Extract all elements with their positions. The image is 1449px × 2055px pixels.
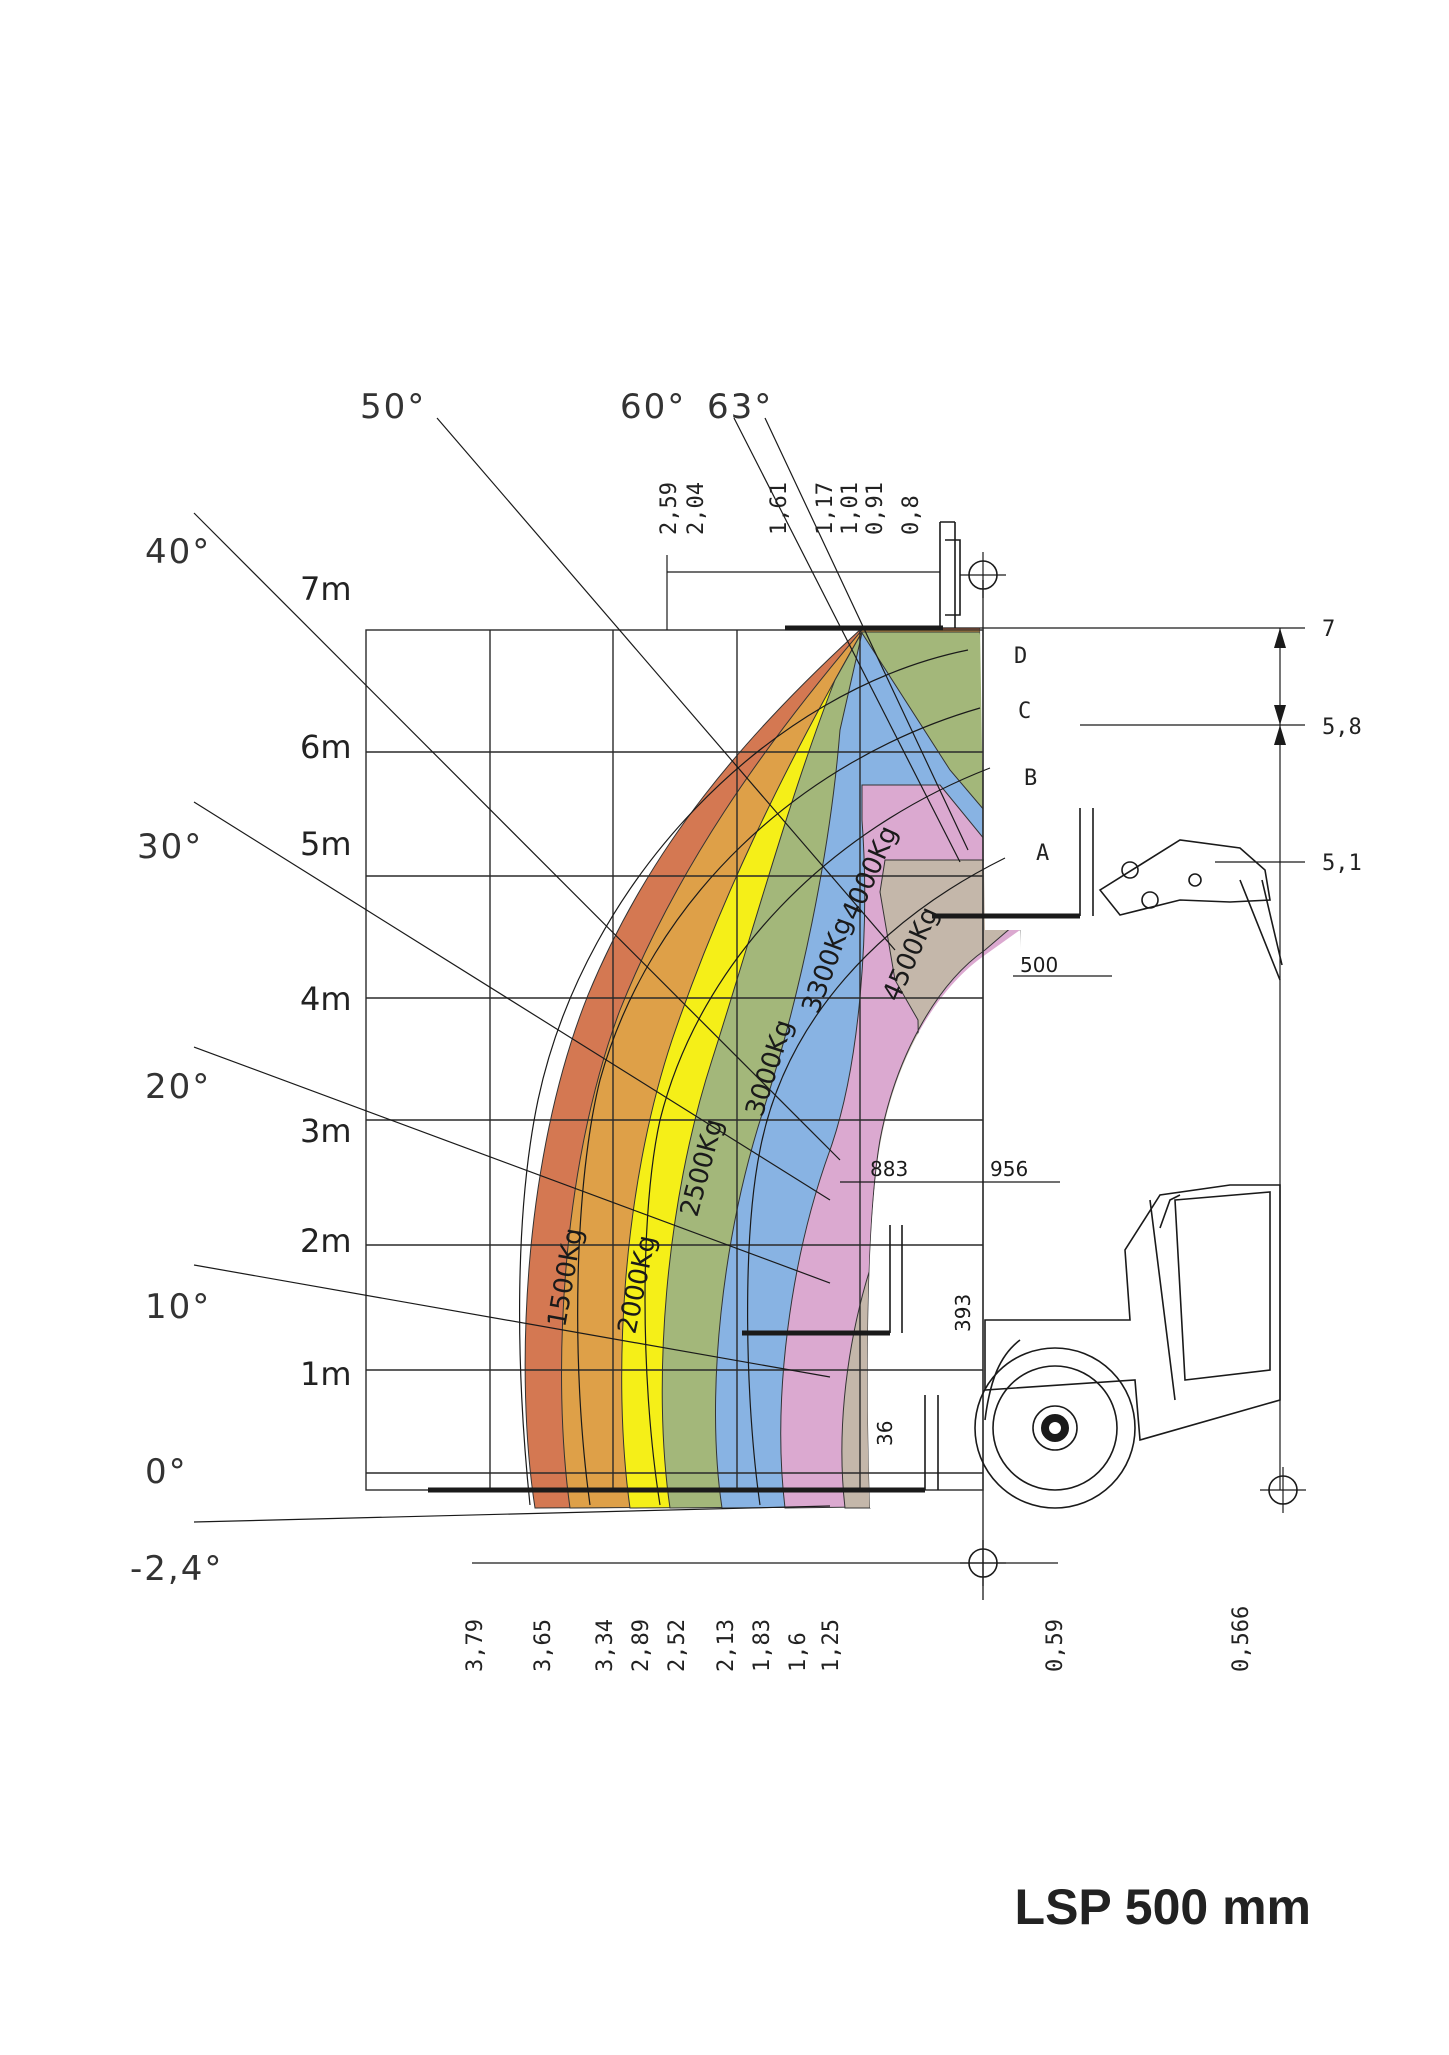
angle-20: 20° — [145, 1067, 211, 1107]
reach-bottom-3-34: 3,34 — [593, 1619, 618, 1672]
reach-top-1-17: 1,17 — [813, 482, 838, 535]
angle-63: 63° — [707, 387, 773, 427]
reach-bottom-2-13: 2,13 — [714, 1619, 739, 1672]
wheel-icon — [974, 1347, 1136, 1509]
reach-bottom-1-25: 1,25 — [819, 1619, 844, 1672]
label-right-7: 7 — [1322, 617, 1335, 642]
angle-0: 0° — [145, 1452, 188, 1492]
chart-title: LSP 500 mm — [1014, 1879, 1311, 1935]
angle-lines — [193, 417, 969, 1523]
point-a: A — [1036, 841, 1049, 866]
angle-minus-2-4: -2,4° — [130, 1549, 223, 1589]
label-4m: 4m — [300, 980, 352, 1018]
dim-393: 393 — [951, 1294, 975, 1332]
reach-top-1-61: 1,61 — [767, 482, 792, 535]
angle-50: 50° — [360, 387, 426, 427]
reach-bottom-1-6: 1,6 — [786, 1632, 811, 1672]
reference-circles — [960, 552, 1306, 1586]
angle-60: 60° — [620, 387, 686, 427]
label-3m: 3m — [300, 1112, 352, 1150]
dim-883: 883 — [870, 1157, 908, 1181]
boom-arcs — [519, 649, 1006, 1506]
left-height-scale: 7m 6m 5m 4m 3m 2m 1m — [300, 570, 352, 1393]
reach-bottom-0-566: 0,566 — [1229, 1606, 1254, 1672]
reach-bottom-2-89: 2,89 — [629, 1619, 654, 1672]
top-reach-markers — [666, 555, 940, 630]
label-6m: 6m — [300, 728, 352, 766]
label-right-5-8: 5,8 — [1322, 715, 1362, 740]
reach-bottom-1-83: 1,83 — [750, 1619, 775, 1672]
point-d: D — [1014, 644, 1027, 669]
label-right-5-1: 5,1 — [1322, 851, 1362, 876]
reach-top-0-91: 0,91 — [863, 482, 888, 535]
reach-bottom-2-52: 2,52 — [665, 1619, 690, 1672]
bottom-reach-labels: 3,79 3,65 3,34 2,89 2,52 2,13 1,83 1,6 1… — [463, 1606, 1254, 1672]
angle-30: 30° — [137, 827, 203, 867]
zone-right-cutout — [980, 628, 1030, 930]
angle-40: 40° — [145, 532, 211, 572]
point-b: B — [1024, 766, 1037, 791]
height-dimensions — [862, 627, 1305, 1490]
reach-top-0-8: 0,8 — [899, 495, 924, 535]
angle-labels: 50° 60° 63° 40° 30° 20° 10° 0° -2,4° — [130, 387, 773, 1589]
top-reach-labels: 2,59 2,04 1,61 1,17 1,01 0,91 0,8 — [657, 482, 924, 535]
reach-top-2-59: 2,59 — [657, 482, 682, 535]
point-c: C — [1018, 699, 1031, 724]
dim-36: 36 — [873, 1421, 897, 1446]
label-2m: 2m — [300, 1222, 352, 1260]
dimension-labels: 500 883 956 393 36 — [840, 953, 1112, 1446]
label-5m: 5m — [300, 825, 352, 863]
zone-bands — [524, 627, 1030, 1509]
zone-inner-cutout — [867, 930, 1030, 1508]
chart-grid — [365, 580, 984, 1600]
reach-bottom-3-79: 3,79 — [463, 1619, 488, 1672]
label-7m: 7m — [300, 570, 352, 608]
dim-500: 500 — [1020, 953, 1058, 977]
reach-bottom-0-59: 0,59 — [1043, 1619, 1068, 1672]
point-labels: D C B A — [1014, 644, 1049, 866]
dim-956: 956 — [990, 1157, 1028, 1181]
reach-top-1-01: 1,01 — [838, 482, 863, 535]
angle-10: 10° — [145, 1287, 211, 1327]
reach-bottom-3-65: 3,65 — [531, 1619, 556, 1672]
reach-top-2-04: 2,04 — [684, 482, 709, 535]
label-1m: 1m — [300, 1355, 352, 1393]
right-height-scale: 7 5,8 5,1 — [1322, 617, 1362, 876]
